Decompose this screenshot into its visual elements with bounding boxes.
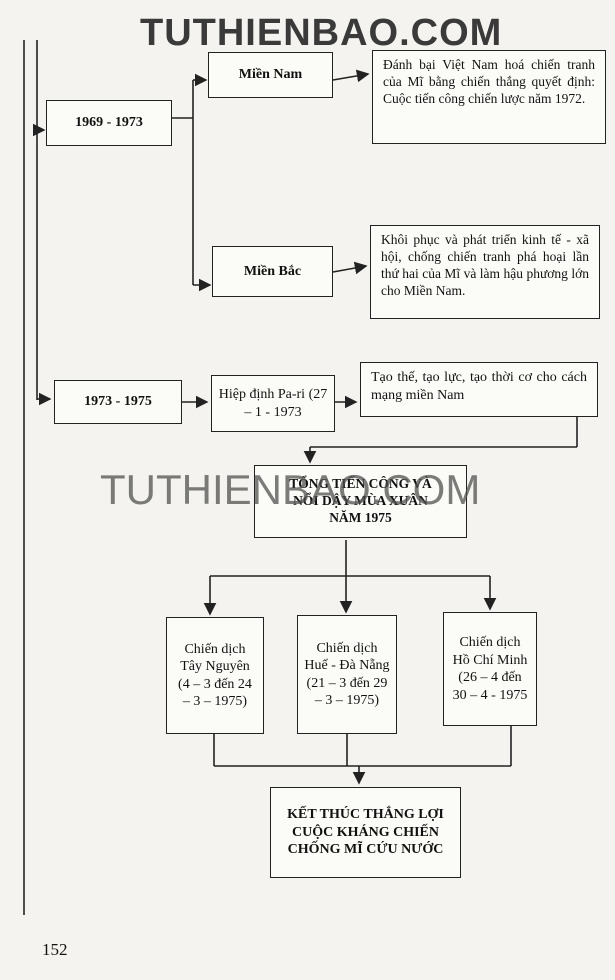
north-result-text: Khôi phục và phát triển kinh tế - xã hội… [381, 232, 589, 298]
campaign-hue-da-nang-box: Chiến dịch Huế - Đà Nẵng (21 – 3 đến 29 … [297, 615, 397, 734]
campaign-dates: (4 – 3 đến 24 – 3 – 1975) [178, 676, 252, 710]
south-box: Miền Nam [208, 52, 333, 98]
south-label: Miền Nam [238, 67, 303, 83]
campaign-name: Chiến dịch Hồ Chí Minh [452, 635, 528, 668]
period-1969-box: 1969 - 1973 [46, 100, 172, 146]
campaign-dates: (26 – 4 đến 30 – 4 - 1975 [452, 670, 528, 703]
paris-result-text: Tạo thế, tạo lực, tạo thời cơ cho cách m… [371, 370, 587, 403]
campaign-name: Chiến dịch Tây Nguyên [180, 641, 250, 675]
paris-agreement-text: Hiệp định Pa-ri (27 – 1 - 1973 [218, 387, 328, 420]
offensive-box: TỔNG TIẾN CÔNG VÀ NỔI DẬY MÙA XUÂN NĂM 1… [254, 465, 467, 538]
campaign-tay-nguyen-box: Chiến dịch Tây Nguyên (4 – 3 đến 24 – 3 … [166, 617, 264, 734]
period-1973-label: 1973 - 1975 [84, 394, 152, 410]
campaign-name: Chiến dịch Huế - Đà Nẵng [304, 640, 390, 674]
north-result-box: Khôi phục và phát triển kinh tế - xã hội… [370, 225, 600, 319]
conclusion-box: KẾT THÚC THẮNG LỢI CUỘC KHÁNG CHIẾN CHỐN… [270, 787, 461, 878]
paris-agreement-box: Hiệp định Pa-ri (27 – 1 - 1973 [211, 375, 335, 432]
south-result-text: Đánh bại Việt Nam hoá chiến tranh của Mĩ… [383, 57, 595, 106]
north-label: Miền Bắc [243, 263, 302, 279]
paris-result-box: Tạo thế, tạo lực, tạo thời cơ cho cách m… [360, 362, 598, 417]
period-1969-label: 1969 - 1973 [75, 115, 143, 131]
campaign-dates: (21 – 3 đến 29 – 3 – 1975) [306, 675, 388, 709]
campaign-ho-chi-minh-box: Chiến dịch Hồ Chí Minh (26 – 4 đến 30 – … [443, 612, 537, 726]
period-1973-box: 1973 - 1975 [54, 380, 182, 424]
north-box: Miền Bắc [212, 246, 333, 297]
conclusion-text: KẾT THÚC THẮNG LỢI CUỘC KHÁNG CHIẾN CHỐN… [287, 807, 444, 858]
south-result-box: Đánh bại Việt Nam hoá chiến tranh của Mĩ… [372, 50, 606, 144]
offensive-text: TỔNG TIẾN CÔNG VÀ NỔI DẬY MÙA XUÂN NĂM 1… [289, 476, 432, 525]
page-number: 152 [42, 940, 68, 959]
